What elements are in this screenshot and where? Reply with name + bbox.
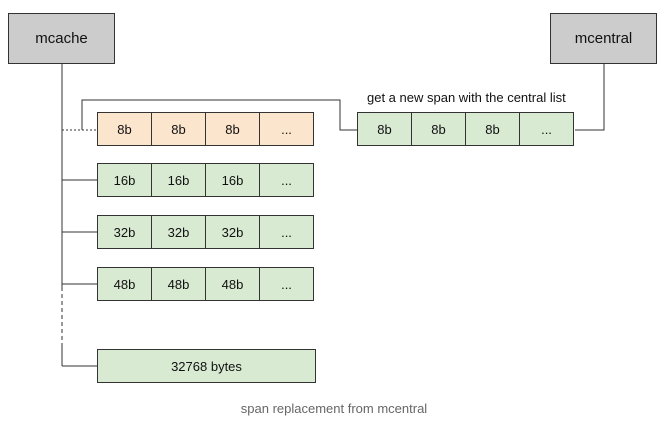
- span-row-8b: 8b 8b 8b ...: [97, 112, 314, 146]
- figure-caption: span replacement from mcentral: [240, 401, 428, 416]
- span-cell: 32b: [151, 215, 206, 249]
- central-list-annotation: get a new span with the central list: [367, 90, 566, 105]
- span-cell: 8b: [205, 112, 260, 146]
- span-cell: ...: [259, 112, 314, 146]
- span-cell: 16b: [151, 163, 206, 197]
- mcentral-link-line: [575, 64, 605, 131]
- span-cell: ...: [259, 163, 314, 197]
- span-cell: 8b: [411, 112, 466, 146]
- span-cell: ...: [259, 215, 314, 249]
- mcache-label: mcache: [35, 30, 88, 47]
- mcache-box: mcache: [8, 13, 115, 64]
- span-row-16b: 16b 16b 16b ...: [97, 163, 314, 197]
- span-cell: 16b: [97, 163, 152, 197]
- span-cell: 16b: [205, 163, 260, 197]
- span-cell: 8b: [151, 112, 206, 146]
- central-bracket-line: [81, 99, 357, 131]
- large-span-cell: 32768 bytes: [97, 349, 316, 383]
- mcentral-box: mcentral: [550, 13, 657, 64]
- span-cell: 32b: [97, 215, 152, 249]
- mcentral-label: mcentral: [574, 30, 633, 47]
- span-cell: 8b: [97, 112, 152, 146]
- span-cell: 32b: [205, 215, 260, 249]
- span-cell: ...: [519, 112, 574, 146]
- span-row-48b: 48b 48b 48b ...: [97, 267, 314, 301]
- central-span-row: 8b 8b 8b ...: [357, 112, 574, 146]
- span-cell: ...: [259, 267, 314, 301]
- span-cell: 8b: [357, 112, 412, 146]
- span-row-large: 32768 bytes: [97, 349, 316, 383]
- span-cell: 8b: [465, 112, 520, 146]
- span-row-32b: 32b 32b 32b ...: [97, 215, 314, 249]
- span-cell: 48b: [151, 267, 206, 301]
- span-cell: 48b: [205, 267, 260, 301]
- span-cell: 48b: [97, 267, 152, 301]
